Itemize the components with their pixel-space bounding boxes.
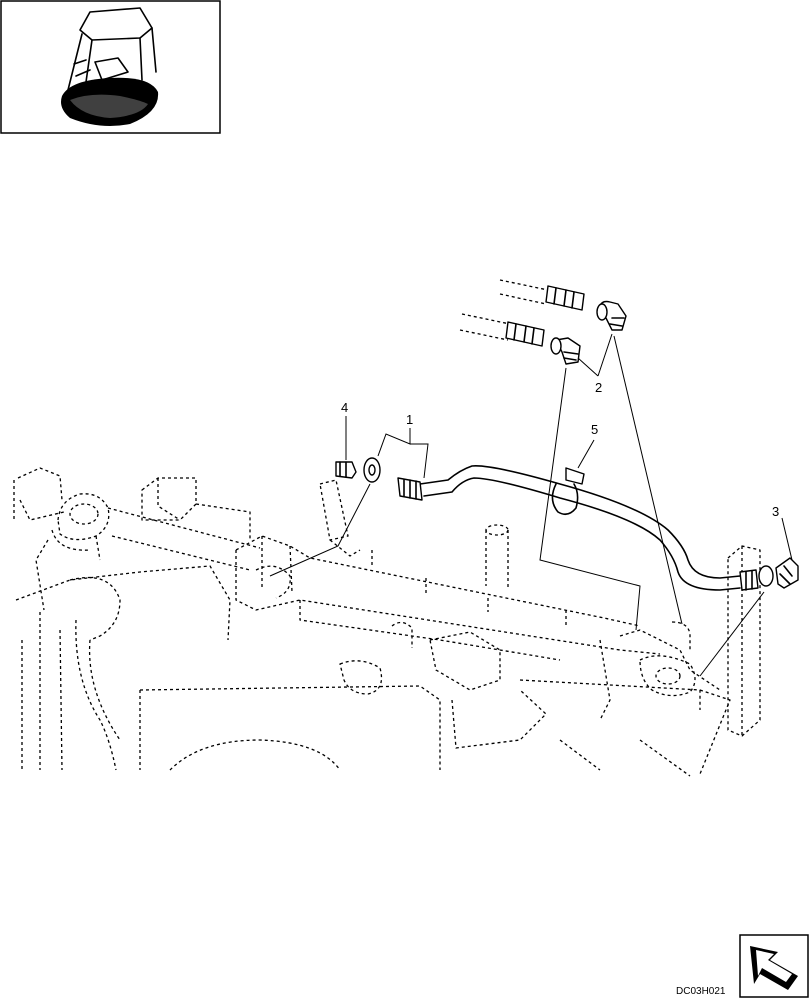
end-fitting-right: [739, 557, 799, 591]
callout-1: 1: [406, 412, 413, 427]
elbow-fitting-upper: [596, 300, 627, 331]
adapter-fitting: [335, 461, 357, 479]
callout-2: 2: [595, 380, 602, 395]
callout-4: 4: [341, 400, 348, 415]
drawing-code: DC03H021: [676, 986, 726, 997]
hydraulic-tube-assembly: [397, 465, 741, 591]
elbow-fitting-lower: [550, 337, 581, 365]
leader-lines: [269, 333, 793, 677]
orientation-arrow-icon: [739, 934, 809, 998]
callout-5: 5: [591, 422, 598, 437]
hydraulic-hose-upper: [499, 279, 585, 311]
tube-clamp: [551, 467, 585, 516]
machine-frame-dashed: [13, 467, 761, 777]
sealing-washer: [363, 457, 381, 483]
inset-machine-thumbnail: [0, 0, 221, 134]
callout-3: 3: [772, 504, 779, 519]
hydraulic-hose-lower: [459, 313, 545, 347]
